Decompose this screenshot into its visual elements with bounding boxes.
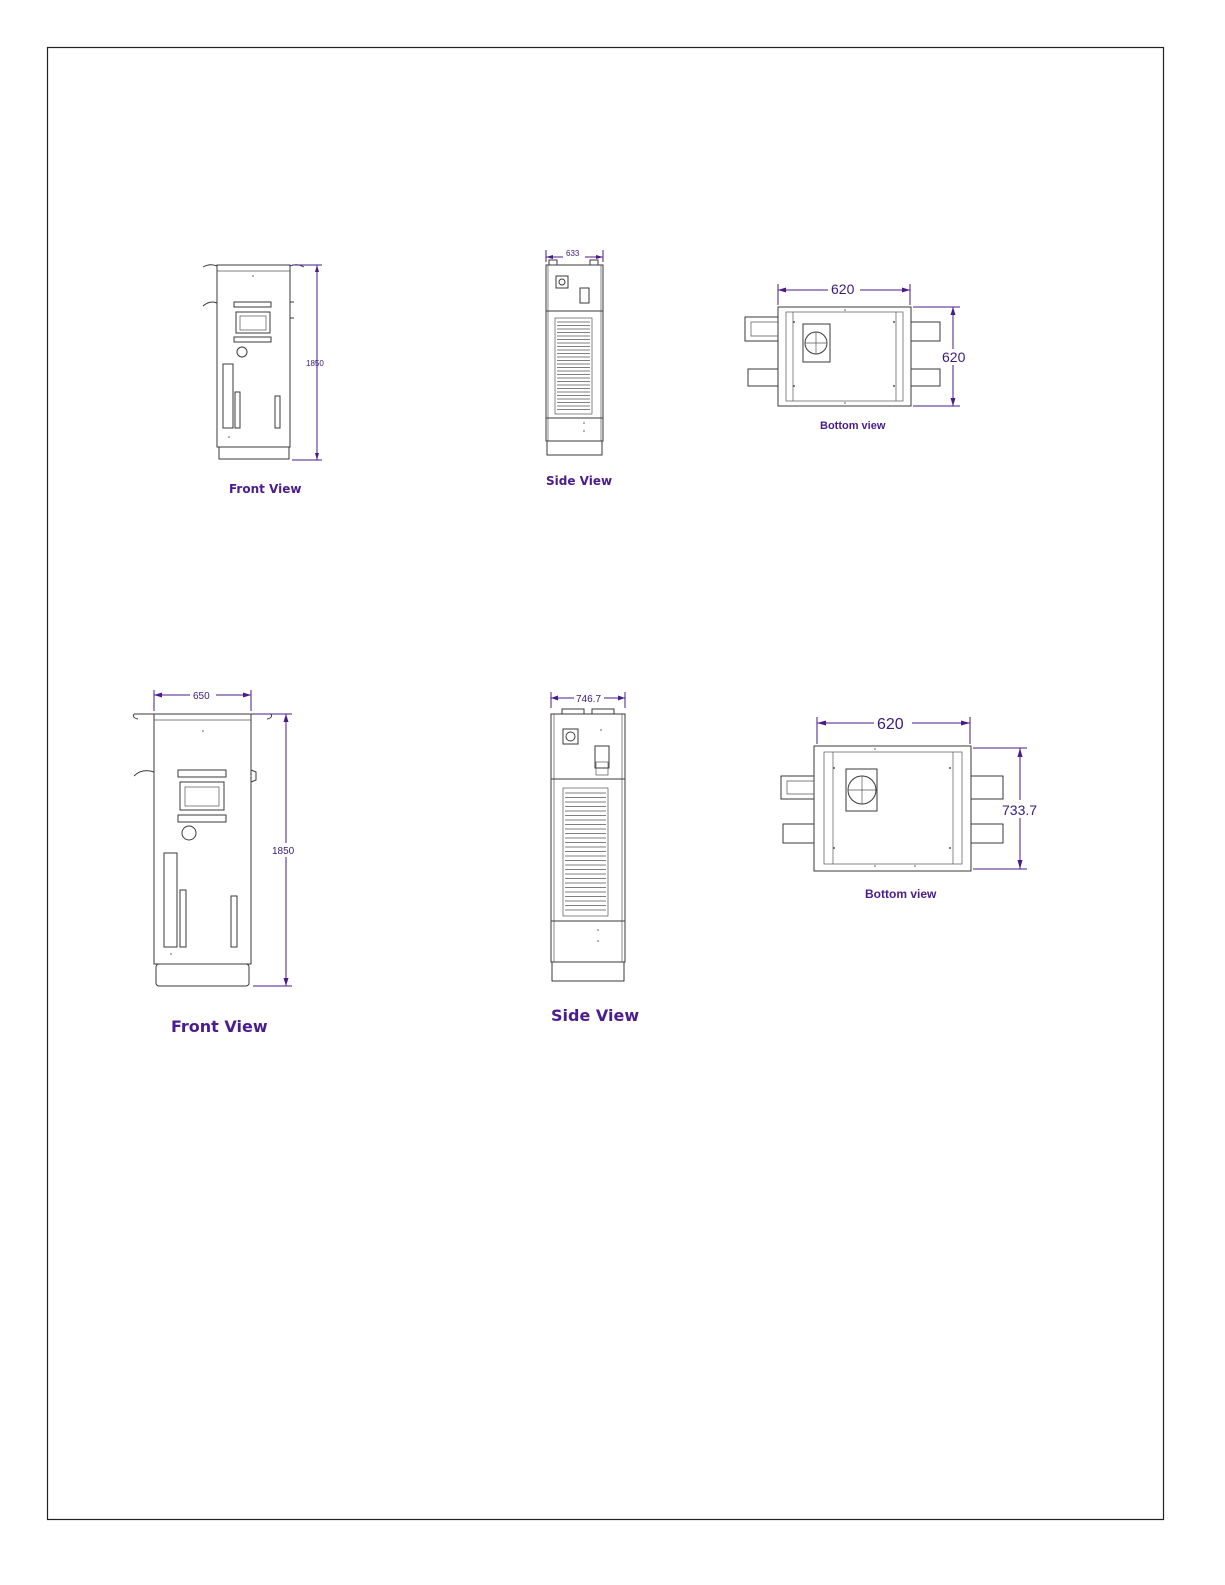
set1-bottom-view — [745, 284, 960, 406]
set2-bottom-width-dimension: 620 — [877, 716, 904, 733]
set1-side-width-dimension: 633 — [566, 249, 580, 258]
set1-bottom-view-caption: Bottom view — [820, 420, 886, 432]
cropped-footer-strip — [0, 1580, 300, 1585]
set2-bottom-view — [781, 717, 1027, 871]
set2-front-view-caption: Front View — [171, 1017, 268, 1036]
set2-front-height-dimension: 1850 — [272, 846, 295, 857]
set1-bottom-width-dimension: 620 — [831, 281, 855, 297]
set2-bottom-depth-dimension: 733.7 — [1002, 802, 1037, 818]
set2-front-width-dimension: 650 — [193, 691, 210, 702]
set2-side-view-caption: Side View — [551, 1006, 639, 1025]
set2-front-view — [134, 690, 293, 986]
set1-bottom-depth-dimension: 620 — [942, 349, 966, 365]
set2-side-width-dimension: 746.7 — [576, 694, 601, 705]
set1-side-view-caption: Side View — [546, 474, 612, 488]
set2-side-view — [551, 692, 625, 981]
set1-side-view — [546, 250, 603, 455]
set2-bottom-view-caption: Bottom view — [865, 887, 937, 901]
set1-front-view — [203, 265, 322, 460]
set1-front-height-dimension: 1850 — [306, 359, 324, 368]
set1-front-view-caption: Front View — [229, 482, 301, 496]
